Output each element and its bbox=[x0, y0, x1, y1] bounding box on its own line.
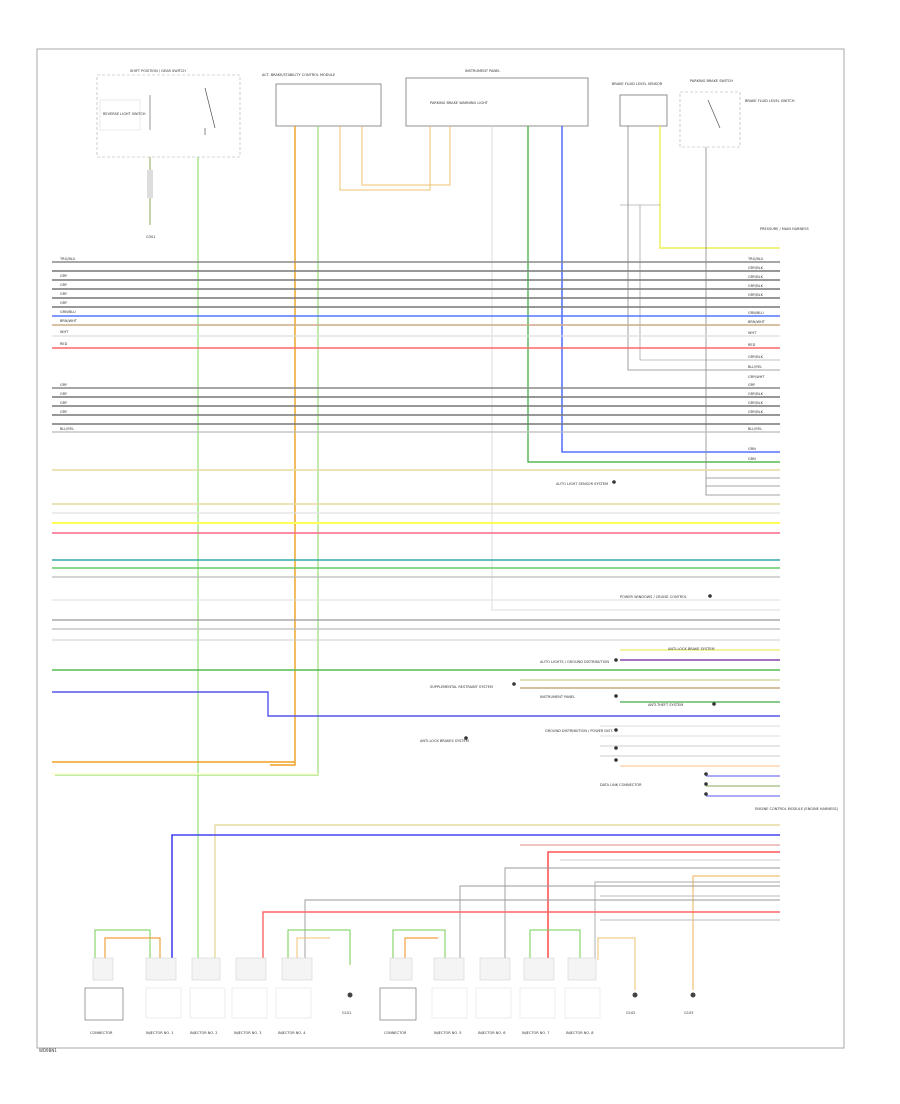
right-label: BLU/YEL bbox=[748, 365, 762, 369]
left-label: TRG/BLU bbox=[59, 257, 76, 261]
bottom-label: G103 bbox=[684, 1011, 693, 1015]
parking-brake-switch-inner: BRAKE FLUID LEVEL SWITCH bbox=[745, 99, 795, 103]
left-label: GRN/BLU bbox=[60, 310, 76, 314]
note-10: DATA LINK CONNECTOR bbox=[600, 783, 642, 787]
gear-switch-inner: REVERSE LIGHT SWITCH bbox=[103, 112, 146, 116]
bottom-connector-2 bbox=[379, 987, 417, 1021]
abs-control-module: ACT. BRAKE/STABILITY CONTROL MODULE bbox=[262, 73, 382, 127]
left-label: GRY bbox=[60, 383, 68, 387]
note-3: ANTI-LOCK BRAKE SYSTEM bbox=[668, 647, 715, 651]
ground-1-icon bbox=[347, 992, 353, 998]
left-label: WHT bbox=[60, 330, 69, 334]
right-label: GRY/BLK bbox=[748, 410, 764, 414]
right-label: BLU/YEL bbox=[748, 427, 762, 431]
gear-switch-ground: G301 bbox=[146, 235, 155, 239]
parking-brake-switch: PARKING BRAKE SWITCH BRAKE FLUID LEVEL S… bbox=[679, 79, 795, 148]
left-label: BRN/WHT bbox=[60, 319, 78, 323]
bottom-label: G102 bbox=[626, 1011, 635, 1015]
gear-switch-component: SHIFT POSITION / GEAR SWITCH REVERSE LIG… bbox=[96, 69, 241, 239]
bottom-label: INJECTOR NO. 4 bbox=[278, 1031, 306, 1035]
bus-group-top bbox=[52, 261, 780, 349]
left-label: BLU/YEL bbox=[60, 427, 74, 431]
left-label: GRY bbox=[60, 283, 68, 287]
instrument-panel-component: INSTRUMENT PANEL PARKING BRAKE WARNING L… bbox=[405, 69, 589, 127]
instrument-panel-title: INSTRUMENT PANEL bbox=[465, 69, 500, 73]
left-label: RED bbox=[60, 342, 68, 346]
left-label: GRY bbox=[60, 392, 68, 396]
outer-border bbox=[36, 48, 845, 1049]
note-7: ANTI-THEFT SYSTEM bbox=[648, 703, 683, 707]
bottom-label: INJECTOR NO. 5 bbox=[434, 1031, 461, 1035]
note-5: SUPPLEMENTAL RESTRAINT SYSTEM bbox=[430, 685, 493, 689]
left-label: GRY bbox=[60, 274, 68, 278]
right-label: GRY/BLK bbox=[748, 401, 764, 405]
note-6: INSTRUMENT PANEL bbox=[540, 695, 575, 699]
right-label: TRG/BLU bbox=[747, 257, 764, 261]
right-label: GRN/BLU bbox=[748, 311, 764, 315]
bottom-connector-1 bbox=[84, 987, 124, 1021]
bus-group-lower bbox=[52, 469, 780, 797]
page-marker: WD9BN1 bbox=[39, 1048, 57, 1053]
note-8: GROUND DISTRIBUTION / POWER DIST. bbox=[545, 729, 613, 733]
bottom-harness: ENGINE CONTROL MODULE (ENGINE HARNESS) bbox=[84, 807, 839, 1035]
ground-3-icon bbox=[690, 992, 696, 998]
bus-mid-right-labels: GRY GRY/BLK GRY/BLK GRY/BLK BLU/YEL GRN … bbox=[748, 383, 764, 461]
gear-switch-title: SHIFT POSITION / GEAR SWITCH bbox=[130, 69, 186, 73]
vertical-wires-top bbox=[55, 126, 780, 960]
right-label: GRY/WHT bbox=[748, 375, 765, 379]
note-1: AUTO LIGHT SENSOR SYSTEM bbox=[556, 482, 608, 486]
right-label: GRN bbox=[748, 447, 756, 451]
bus-notes: AUTO LIGHT SENSOR SYSTEM POWER WINDOWS /… bbox=[420, 480, 716, 796]
note-2: POWER WINDOWS / CRUISE CONTROL bbox=[620, 595, 687, 599]
left-label: GRY bbox=[60, 301, 68, 305]
brake-fluid-sensor: BRAKE FLUID LEVEL SENSOR bbox=[612, 82, 668, 127]
bottom-label: CONNECTOR bbox=[384, 1031, 407, 1035]
harness-header: PRESSURE / MAIN HARNESS bbox=[760, 227, 809, 231]
bus-top-right-labels: TRG/BLU GRY/BLK GRY/BLK GRY/BLK GRY/BLK … bbox=[747, 257, 766, 379]
right-label: GRY/BLK bbox=[748, 284, 764, 288]
right-label: GRY/BLK bbox=[748, 266, 764, 270]
bottom-labels: CONNECTOR INJECTOR NO. 1 INJECTOR NO. 2 … bbox=[90, 1011, 693, 1035]
bus-mid-left-labels: GRY GRY GRY GRY BLU/YEL bbox=[60, 383, 74, 431]
right-label: GRY/BLK bbox=[748, 275, 764, 279]
bottom-label: INJECTOR NO. 3 bbox=[234, 1031, 261, 1035]
parking-brake-switch-title: PARKING BRAKE SWITCH bbox=[690, 79, 733, 83]
ground-2-icon bbox=[632, 992, 638, 998]
bus-top-left-labels: TRG/BLU GRY GRY GRY GRY GRN/BLU BRN/WHT … bbox=[59, 257, 78, 346]
right-label: GRY bbox=[748, 383, 756, 387]
instrument-panel-inner: PARKING BRAKE WARNING LIGHT bbox=[430, 101, 489, 105]
bottom-header: ENGINE CONTROL MODULE (ENGINE HARNESS) bbox=[755, 807, 839, 811]
right-label: BRN/WHT bbox=[748, 320, 766, 324]
left-label: GRY bbox=[60, 410, 68, 414]
pin-groups bbox=[92, 957, 597, 981]
right-label: RED bbox=[748, 343, 756, 347]
brake-fluid-sensor-title: BRAKE FLUID LEVEL SENSOR bbox=[612, 82, 663, 86]
bottom-label: INJECTOR NO. 7 bbox=[522, 1031, 549, 1035]
bottom-label: INJECTOR NO. 1 bbox=[146, 1031, 173, 1035]
right-label: GRY/BLK bbox=[748, 392, 764, 396]
note-4: AUTO LIGHTS / GROUND DISTRIBUTION bbox=[540, 660, 609, 664]
bottom-label: G101 bbox=[342, 1011, 351, 1015]
note-9: ANTI-LOCK BRAKES SYSTEM bbox=[420, 739, 469, 743]
right-label: GRY/BLK bbox=[748, 355, 764, 359]
right-label: WHT bbox=[748, 331, 757, 335]
left-label: GRY bbox=[60, 401, 68, 405]
right-label: GRY/BLK bbox=[748, 293, 764, 297]
bottom-label: INJECTOR NO. 8 bbox=[566, 1031, 593, 1035]
bottom-label: INJECTOR NO. 2 bbox=[190, 1031, 217, 1035]
left-label: GRY bbox=[60, 292, 68, 296]
abs-module-title: ACT. BRAKE/STABILITY CONTROL MODULE bbox=[262, 73, 335, 77]
right-label: GRN bbox=[748, 457, 756, 461]
bottom-label: INJECTOR NO. 6 bbox=[478, 1031, 505, 1035]
bottom-label: CONNECTOR bbox=[90, 1031, 113, 1035]
bus-group-mid bbox=[52, 387, 780, 433]
